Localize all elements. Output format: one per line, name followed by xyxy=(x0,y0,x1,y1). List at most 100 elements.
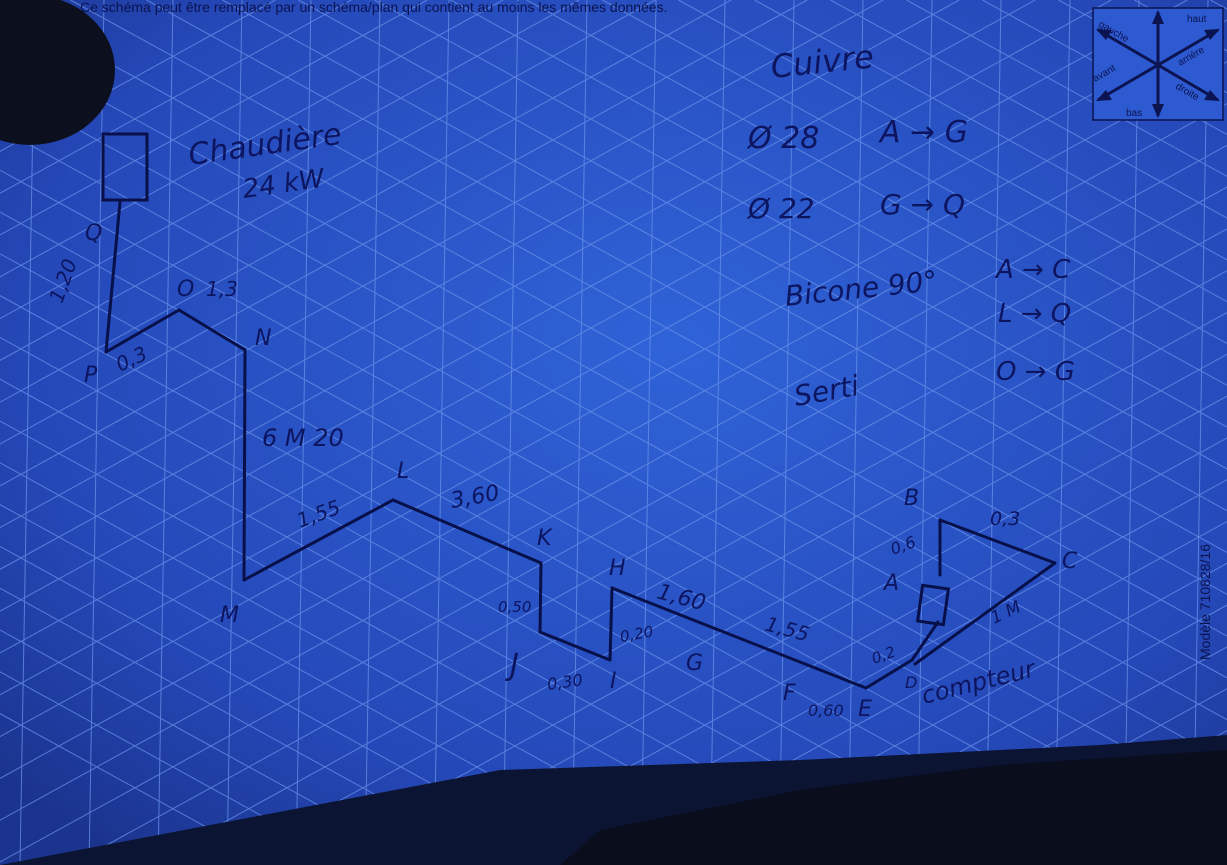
copper-line2-diameter: Ø 22 xyxy=(747,192,815,225)
grid-diagonal-line xyxy=(906,0,1227,865)
grid-diagonal-line xyxy=(0,0,960,865)
grid-diagonal-line xyxy=(0,0,1036,865)
point-e: E xyxy=(858,697,872,722)
measure-on: 1,3 xyxy=(206,277,238,301)
point-l: L xyxy=(397,459,409,484)
instruction-text: Ce schéma peut être remplacé par un sché… xyxy=(80,0,668,15)
grid-vertical-line xyxy=(571,0,588,865)
grid-diagonal-line xyxy=(450,0,1227,865)
measure-ji: 0,30 xyxy=(546,670,584,694)
pipe-segment-da xyxy=(910,620,940,662)
grid-vertical-line xyxy=(1192,0,1209,865)
pipe-segment-he xyxy=(610,586,868,690)
grid-vertical-line xyxy=(502,0,519,865)
point-f: F xyxy=(783,681,796,706)
pipe-segment-po xyxy=(104,308,181,354)
measure-cb: 0,3 xyxy=(990,508,1020,530)
copper-line1-path: A → G xyxy=(878,115,968,150)
grid-diagonal-line xyxy=(754,0,1227,865)
grid-diagonal-line xyxy=(0,0,732,865)
bicone-path2: L → Q xyxy=(998,299,1071,329)
point-q: Q xyxy=(85,221,102,246)
grid-diagonal-line xyxy=(0,0,428,865)
pipe-route xyxy=(104,200,1057,690)
grid-diagonal-line xyxy=(602,0,1227,865)
grid-diagonal-line xyxy=(0,0,656,865)
grid-diagonal-line xyxy=(374,0,1227,865)
grid-diagonal-line xyxy=(0,0,808,865)
measure-nm: 6 M 20 xyxy=(262,424,344,452)
meter-symbol xyxy=(915,583,951,627)
grid-diagonal-line xyxy=(0,0,428,865)
point-m: M xyxy=(220,603,239,628)
measure-kj: 0,50 xyxy=(498,598,531,616)
grid-vertical-line xyxy=(364,0,381,865)
arrow-left-icon xyxy=(1096,29,1112,40)
grid-diagonal-line xyxy=(298,0,1227,865)
pipe-segment-lk xyxy=(391,498,543,565)
grid-diagonal-line xyxy=(602,0,1227,865)
point-d: D xyxy=(905,673,917,692)
grid-diagonal-line xyxy=(0,0,732,865)
grid-diagonal-line xyxy=(830,0,1227,865)
grid-diagonal-line xyxy=(70,0,1227,865)
grid-diagonal-line xyxy=(0,0,656,865)
point-k: K xyxy=(537,526,553,551)
grid-vertical-line xyxy=(640,0,657,865)
grid-diagonal-line xyxy=(906,0,1227,865)
grid-diagonal-line xyxy=(0,0,276,865)
grid-diagonal-line xyxy=(678,0,1227,865)
pipe-segment-qp xyxy=(104,200,122,354)
arrow-back-icon xyxy=(1204,29,1220,40)
grid-diagonal-line xyxy=(0,0,352,865)
point-labels: Q P O N M L K J I H G F E D A B C xyxy=(84,221,1078,722)
point-c: C xyxy=(1062,549,1078,574)
grid-diagonal-line xyxy=(0,0,580,865)
boiler-symbol xyxy=(101,132,149,202)
grid-diagonal-line xyxy=(754,0,1227,865)
grid-diagonal-line xyxy=(0,0,884,865)
grid-vertical-line xyxy=(985,0,1002,865)
grid-vertical-line xyxy=(778,0,795,865)
grid-diagonal-line xyxy=(450,0,1227,865)
grid-diagonal-line xyxy=(0,0,504,865)
pipe-segment-on xyxy=(177,308,247,352)
pipe-segment-ji xyxy=(538,630,612,662)
grid-diagonal-line xyxy=(678,0,1227,865)
grid-diagonal-line xyxy=(526,0,1227,865)
background-table xyxy=(560,750,1227,865)
model-reference: Modèle 710828/16 xyxy=(1197,544,1213,660)
grid-diagonal-line xyxy=(526,0,1227,865)
grid-diagonal-line xyxy=(146,0,1227,865)
arrow-up-icon xyxy=(1152,10,1164,24)
orientation-legend: haut bas gauche droite avant arrière xyxy=(1091,7,1224,121)
grid-diagonal-line xyxy=(0,0,580,865)
grid-vertical-line xyxy=(847,0,864,865)
legend-bas: bas xyxy=(1126,108,1142,119)
thumb-shadow xyxy=(0,0,115,145)
point-i: I xyxy=(610,669,617,694)
grid-vertical-line xyxy=(1123,0,1140,865)
point-p: P xyxy=(84,363,98,388)
serti-path: O → G xyxy=(996,357,1075,387)
arrow-front-icon xyxy=(1096,90,1112,101)
point-g: G xyxy=(686,651,703,676)
point-h: H xyxy=(609,556,626,581)
grid-vertical-line xyxy=(916,0,933,865)
arrow-right-icon xyxy=(1204,90,1220,101)
grid-vertical-line xyxy=(1054,0,1071,865)
grid-vertical-line xyxy=(226,0,243,865)
grid-diagonal-line xyxy=(0,0,1112,865)
pipe-segment-nm xyxy=(242,348,247,582)
grid-diagonal-line xyxy=(222,0,1227,865)
pipe-segment-ih xyxy=(608,586,614,662)
